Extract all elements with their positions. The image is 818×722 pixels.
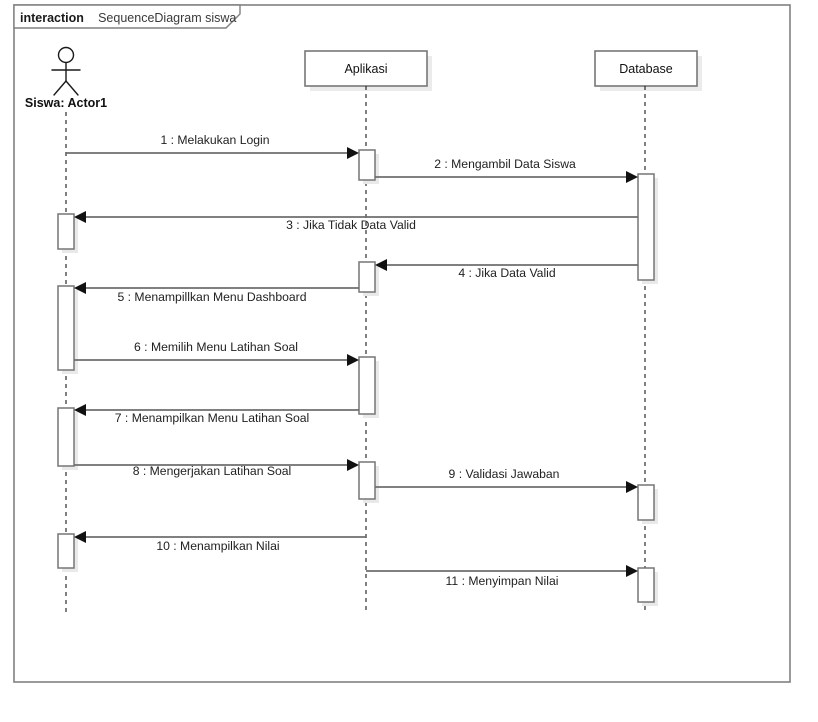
- activation-rect[interactable]: [358, 149, 376, 181]
- frame-tag-name: SequenceDiagram siswa: [98, 11, 236, 25]
- activation-bar[interactable]: [637, 567, 658, 606]
- activation-bar[interactable]: [637, 484, 658, 524]
- message-arrowhead-icon: [347, 354, 359, 366]
- message-label: 3 : Jika Tidak Data Valid: [286, 218, 416, 232]
- message-label: 7 : Menampilkan Menu Latihan Soal: [115, 411, 309, 425]
- message-4[interactable]: 4 : Jika Data Valid: [375, 259, 638, 280]
- activation-bar[interactable]: [57, 533, 78, 572]
- lifeline-head-box[interactable]: [304, 50, 428, 87]
- activation-rect[interactable]: [637, 567, 655, 603]
- activation-bar[interactable]: [57, 213, 78, 253]
- message-arrowhead-icon: [626, 171, 638, 183]
- message-arrowhead-icon: [74, 531, 86, 543]
- message-6[interactable]: 6 : Memilih Menu Latihan Soal: [74, 340, 359, 366]
- message-arrowhead-icon: [74, 404, 86, 416]
- lifeline-database[interactable]: Database: [594, 50, 702, 613]
- messages-layer: 1 : Melakukan Login 2 : Mengambil Data Si…: [66, 133, 638, 588]
- activation-bar[interactable]: [358, 261, 379, 296]
- message-label: 8 : Mengerjakan Latihan Soal: [133, 464, 292, 478]
- activation-rect[interactable]: [57, 533, 75, 569]
- frame-border: [13, 4, 791, 683]
- message-label: 5 : Menampillkan Menu Dashboard: [117, 290, 306, 304]
- activation-rect[interactable]: [358, 261, 376, 293]
- actor-leg-left: [53, 80, 67, 96]
- lifelines-layer: Siswa: Actor1 Aplikasi Database: [25, 46, 702, 615]
- message-9[interactable]: 9 : Validasi Jawaban: [375, 467, 638, 493]
- message-label: 1 : Melakukan Login: [160, 133, 269, 147]
- message-5[interactable]: 5 : Menampillkan Menu Dashboard: [74, 282, 359, 304]
- message-2[interactable]: 2 : Mengambil Data Siswa: [375, 157, 638, 183]
- activation-rect[interactable]: [637, 484, 655, 521]
- message-label: 2 : Mengambil Data Siswa: [434, 157, 576, 171]
- message-label: 4 : Jika Data Valid: [458, 266, 555, 280]
- interaction-frame: interaction SequenceDiagram siswa: [13, 4, 791, 683]
- message-11[interactable]: 11 : Menyimpan Nilai: [366, 565, 638, 588]
- message-label: 11 : Menyimpan Nilai: [446, 574, 559, 588]
- message-arrowhead-icon: [375, 259, 387, 271]
- message-8[interactable]: 8 : Mengerjakan Latihan Soal: [74, 459, 359, 478]
- message-arrowhead-icon: [626, 565, 638, 577]
- frame-tag-kind: interaction: [20, 11, 84, 25]
- message-arrowhead-icon: [626, 481, 638, 493]
- actor-leg-right: [65, 80, 79, 96]
- frame-tag-shape: [13, 4, 241, 29]
- activation-rect[interactable]: [57, 407, 75, 467]
- message-1[interactable]: 1 : Melakukan Login: [66, 133, 359, 159]
- message-arrowhead-icon: [347, 147, 359, 159]
- actor-figure: [51, 46, 81, 96]
- message-label: 9 : Validasi Jawaban: [449, 467, 560, 481]
- activation-rect[interactable]: [358, 356, 376, 415]
- activation-rect[interactable]: [358, 461, 376, 500]
- activation-bar[interactable]: [637, 173, 658, 284]
- message-3[interactable]: 3 : Jika Tidak Data Valid: [74, 211, 638, 232]
- activation-bar[interactable]: [57, 407, 78, 470]
- message-arrowhead-icon: [74, 282, 86, 294]
- lifeline-head-label: Aplikasi: [344, 62, 387, 76]
- message-label: 6 : Memilih Menu Latihan Soal: [134, 340, 298, 354]
- message-arrowhead-icon: [74, 211, 86, 223]
- message-7[interactable]: 7 : Menampilkan Menu Latihan Soal: [74, 404, 359, 425]
- activation-rect[interactable]: [57, 213, 75, 250]
- lifeline-head-label: Database: [619, 62, 673, 76]
- message-arrowhead-icon: [347, 459, 359, 471]
- actor-label: Siswa: Actor1: [25, 96, 107, 110]
- actor-head-icon: [57, 46, 75, 64]
- activation-bar[interactable]: [358, 356, 379, 418]
- activation-bar[interactable]: [57, 285, 78, 374]
- message-10[interactable]: 10 : Menampilkan Nilai: [74, 531, 366, 553]
- activation-bar[interactable]: [358, 461, 379, 503]
- lifeline-aplikasi[interactable]: Aplikasi: [304, 50, 432, 613]
- message-label: 10 : Menampilkan Nilai: [156, 539, 279, 553]
- lifeline-head-box[interactable]: [594, 50, 698, 87]
- activations-layer: [57, 149, 658, 606]
- activation-rect[interactable]: [637, 173, 655, 281]
- activation-bar[interactable]: [358, 149, 379, 184]
- activation-rect[interactable]: [57, 285, 75, 371]
